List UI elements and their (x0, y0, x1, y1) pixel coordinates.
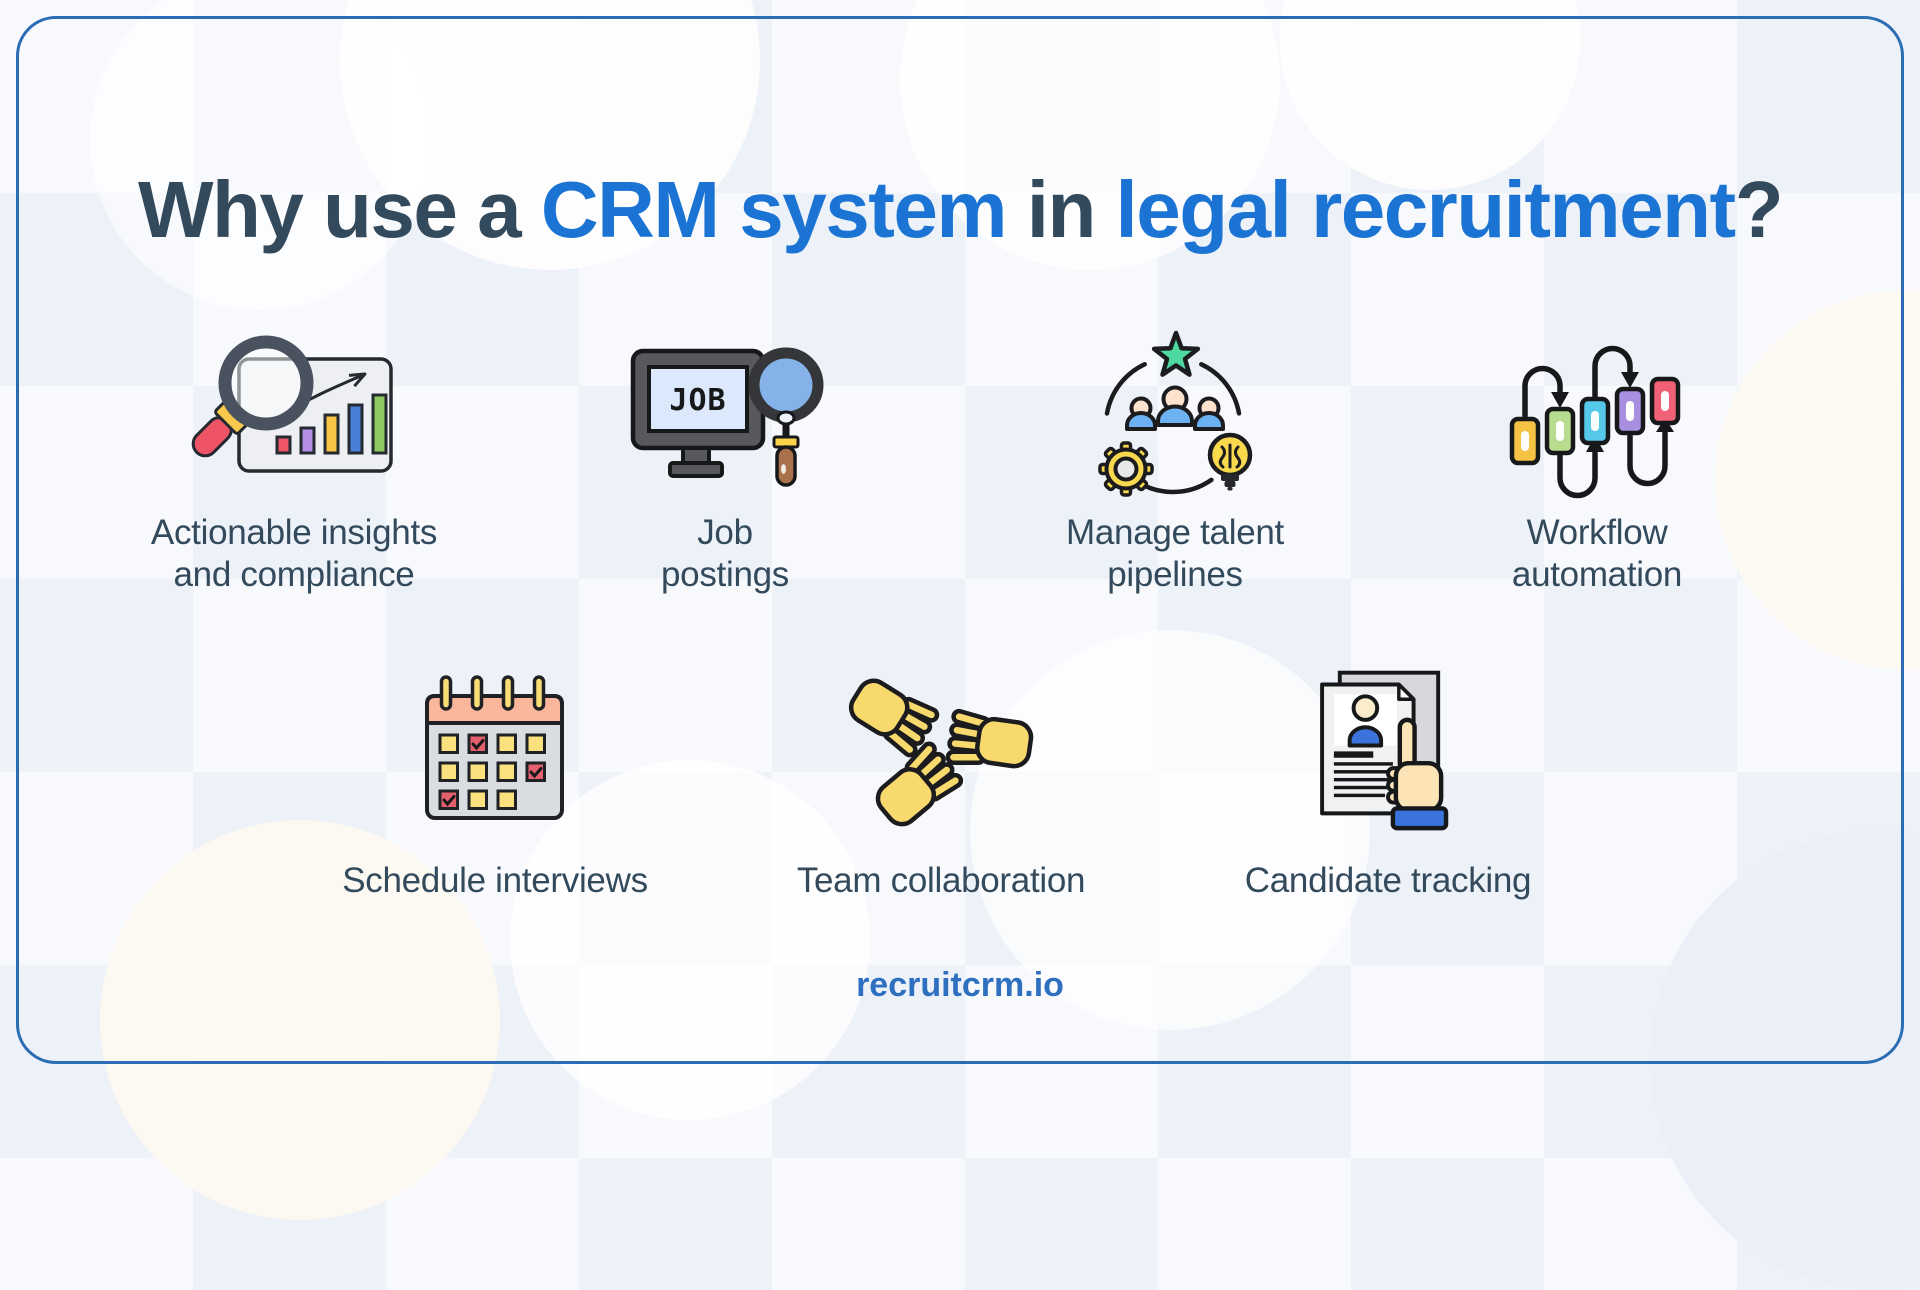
calendar-icon (425, 675, 564, 820)
hands-together-icon (846, 660, 1036, 828)
icon-box (1158, 655, 1618, 833)
icon-box (965, 318, 1385, 508)
title-segment-dark: in (1005, 164, 1116, 254)
job-monitor-icon: JOB (630, 347, 823, 487)
icon-box: JOB (515, 318, 935, 508)
label-line: Schedule interviews (342, 861, 648, 900)
label-line: Actionable insights (150, 513, 438, 552)
title-segment-blue: legal recruitment (1115, 164, 1737, 254)
label-line: Workflow (1526, 513, 1668, 552)
workflow-arrows-icon (1509, 345, 1681, 498)
bg-circle (510, 760, 870, 1120)
page-title: Why use a CRM system in legal recruitmen… (0, 164, 1920, 256)
label-line: Team collaboration (796, 861, 1086, 900)
feature-collaboration: Team collaboration (711, 655, 1171, 945)
icon-box (1387, 318, 1807, 508)
infographic-canvas: { "title": { "seg1": "Why use a ", "seg2… (0, 0, 1920, 1080)
label-line: pipelines (1107, 555, 1243, 594)
feature-label: Candidate tracking (1158, 860, 1618, 902)
feature-label: Team collaboration (711, 860, 1171, 902)
job-screen-text: JOB (669, 383, 726, 418)
title-segment-dark: Why use a (137, 164, 541, 254)
title-segment-dark: ? (1734, 164, 1784, 254)
feature-label: Schedule interviews (265, 860, 725, 902)
title-segment-blue: CRM system (540, 164, 1008, 254)
icon-box (265, 655, 725, 833)
label-line: postings (661, 555, 789, 594)
feature-schedule: Schedule interviews (265, 655, 725, 945)
label-line: and compliance (173, 555, 415, 594)
label-line: automation (1511, 555, 1683, 594)
icon-box (84, 318, 504, 508)
feature-tracking: Candidate tracking (1158, 655, 1618, 945)
label-line: Job (697, 513, 753, 552)
border-frame (16, 16, 1904, 1064)
icon-box (711, 655, 1171, 833)
label-line: Candidate tracking (1244, 861, 1532, 900)
bg-circle (970, 630, 1370, 1030)
talent-network-icon (1097, 330, 1252, 497)
footer-site-link: recruitcrm.io (856, 966, 1064, 1004)
magnifier-chart-icon (191, 335, 393, 473)
bg-circle (90, 0, 430, 310)
label-line: Manage talent (1066, 513, 1284, 552)
resume-pointer-icon (1319, 670, 1448, 831)
